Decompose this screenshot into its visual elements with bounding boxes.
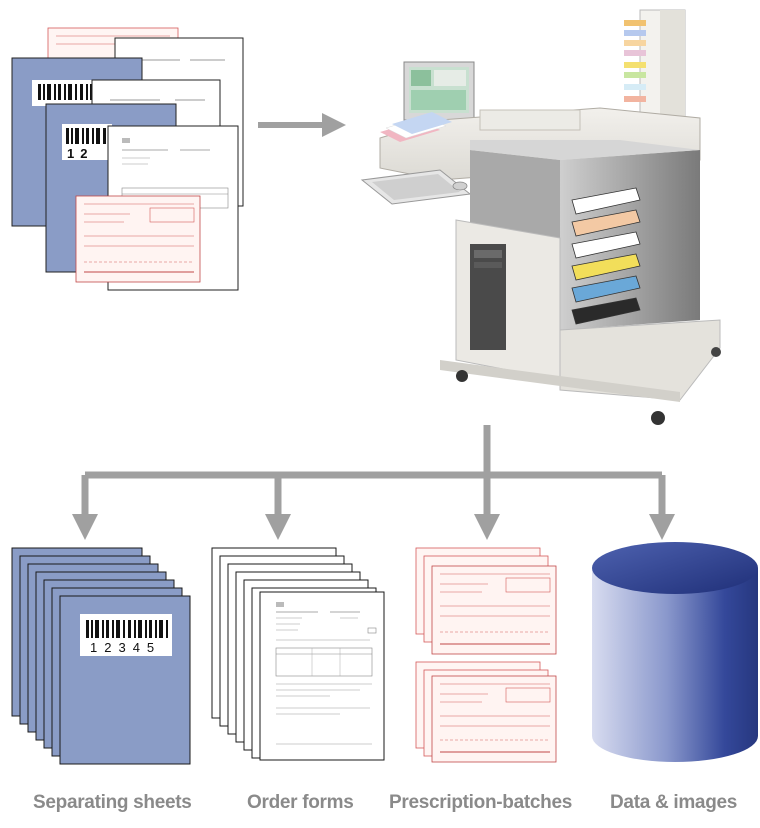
input-arrow	[258, 113, 346, 137]
caption-order-forms: Order forms	[247, 792, 354, 813]
separating-sheets-stack: 12345	[11, 547, 191, 765]
prescription-batch-top	[415, 547, 557, 655]
barcode-digits: 12345	[90, 640, 161, 655]
prescription-batches	[415, 547, 557, 763]
caption-separating-sheets: Separating sheets	[33, 792, 192, 813]
caption-prescription-batches: Prescription-batches	[389, 792, 572, 813]
barcode-digits-small: 12	[67, 146, 93, 161]
distribution-arrows	[72, 425, 675, 540]
order-forms-stack	[211, 547, 385, 761]
input-document-stack: 12	[11, 27, 244, 291]
prescription-batch-bottom	[415, 661, 557, 763]
sorting-machine	[360, 9, 721, 425]
barcode-icon	[66, 128, 106, 144]
barcode-icon	[86, 620, 168, 638]
monitor-icon	[403, 61, 475, 134]
caption-data-images: Data & images	[610, 792, 738, 813]
database-cylinder-icon	[592, 542, 758, 762]
sorting-trays	[571, 187, 641, 325]
